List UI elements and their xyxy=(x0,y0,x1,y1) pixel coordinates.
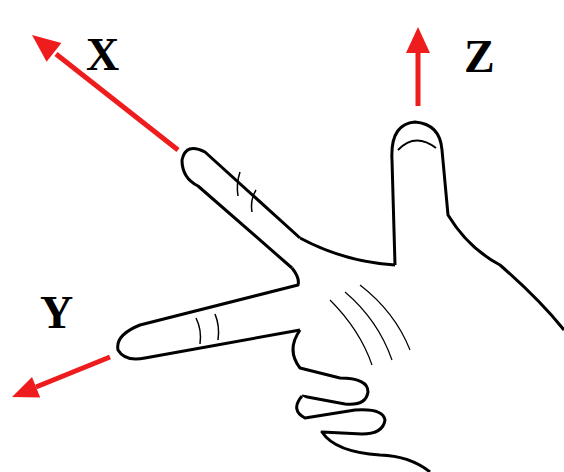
axis-label: Y xyxy=(40,290,73,336)
axis-arrow xyxy=(416,50,421,106)
axis-label: Z xyxy=(464,34,495,80)
finger-crease xyxy=(196,318,201,344)
finger-crease xyxy=(237,172,240,196)
arrow-head xyxy=(12,377,40,397)
finger-crease xyxy=(252,190,257,212)
index-finger xyxy=(182,148,300,268)
arrow-head xyxy=(406,27,430,53)
palm-crease xyxy=(360,285,410,350)
thumb-nail xyxy=(398,140,436,150)
axis-arrow xyxy=(36,357,110,387)
palm-crease xyxy=(345,292,392,360)
middle-finger xyxy=(118,268,300,359)
thumb-web xyxy=(300,238,395,265)
arrow-head xyxy=(32,35,61,62)
axis-label: X xyxy=(86,32,119,78)
ring-finger xyxy=(293,330,368,404)
little-finger xyxy=(297,396,430,472)
palm-crease xyxy=(330,300,372,365)
thumb xyxy=(392,122,564,330)
finger-crease xyxy=(215,314,219,340)
